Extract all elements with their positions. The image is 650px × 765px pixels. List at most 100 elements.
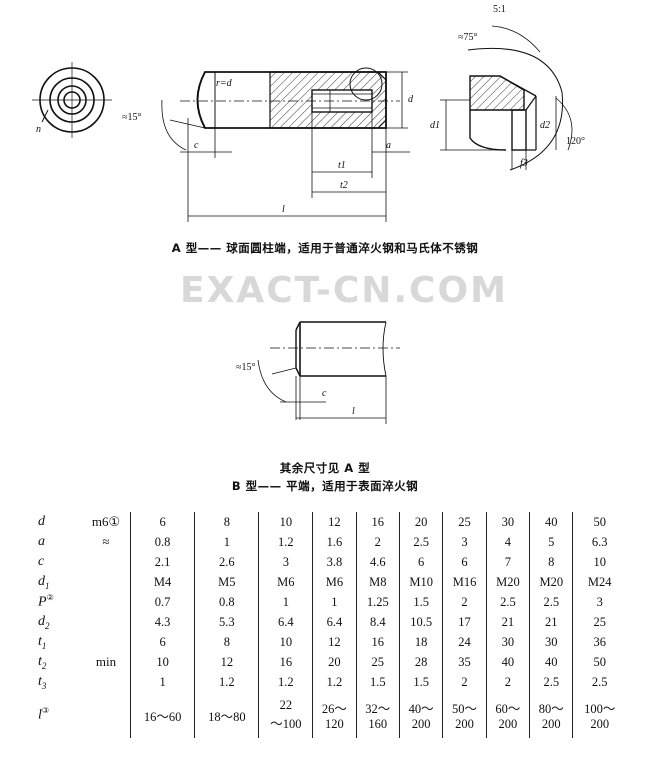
- table-cell: 10: [258, 512, 313, 532]
- table-cell: 1.2: [194, 672, 259, 692]
- row-symbol: d1: [38, 573, 50, 591]
- table-cell: 8.4: [355, 612, 400, 632]
- label-l-b: l: [352, 406, 355, 417]
- table-cell: 1.5: [398, 672, 443, 692]
- end-view: [32, 62, 112, 138]
- label-c: c: [194, 140, 199, 151]
- table-cell: 3: [258, 552, 313, 572]
- table-cell: 50: [572, 512, 626, 532]
- row-symbol: a: [38, 534, 45, 549]
- table-cell: 20: [312, 652, 357, 672]
- row-unit: [82, 672, 131, 692]
- angle-120-label: 120°: [566, 136, 585, 147]
- row-unit: ≈: [102, 534, 110, 549]
- table-cell: 3.8: [312, 552, 357, 572]
- table-cell: 24: [442, 632, 487, 652]
- table-cell: 1: [312, 592, 357, 612]
- table-cell: 1: [258, 592, 313, 612]
- table-cell: 6: [398, 552, 443, 572]
- table-cell: 40: [485, 652, 530, 672]
- table-cell: M6: [312, 572, 357, 592]
- table-cell: 3: [442, 532, 487, 552]
- table-cell: 1.25: [355, 592, 400, 612]
- table-cell: 1.5: [355, 672, 400, 692]
- label-d: d: [408, 94, 413, 105]
- dimensions-a: [161, 71, 410, 222]
- table-cell: 3: [572, 592, 626, 612]
- table-cell: 25: [355, 652, 400, 672]
- table-cell: 21: [485, 612, 530, 632]
- table-cell: 2.5: [398, 532, 443, 552]
- table-cell: 2: [485, 672, 530, 692]
- label-a: a: [386, 140, 391, 151]
- angle-15-label: ≈15°: [122, 112, 142, 123]
- table-cell: 10: [129, 652, 195, 672]
- table-cell: 16: [258, 652, 313, 672]
- table-cell: 21: [529, 612, 573, 632]
- table-cell: 8: [529, 552, 573, 572]
- detail-view: [440, 25, 573, 171]
- row-symbol: P②: [38, 593, 54, 610]
- caption-other-dimensions: 其余尺寸见 A 型: [279, 461, 371, 475]
- row-symbol: t3: [38, 673, 47, 691]
- table-cell: 12: [312, 632, 357, 652]
- table-cell: 1.5: [398, 592, 443, 612]
- table-cell: 10: [572, 552, 626, 572]
- table-cell: 1.2: [312, 672, 357, 692]
- row-unit: m6①: [91, 514, 121, 529]
- row-symbol: d2: [38, 613, 50, 631]
- label-l: l: [282, 204, 285, 215]
- table-cell: 60～ 200: [485, 692, 530, 738]
- angle-75-label: ≈75°: [458, 32, 478, 43]
- table-cell: 28: [398, 652, 443, 672]
- label-t2: t2: [340, 180, 348, 191]
- type-a-drawing: [32, 25, 573, 222]
- angle-15-b-label: ≈15°: [236, 362, 256, 373]
- table-cell: 0.8: [194, 592, 259, 612]
- table-cell: 10.5: [398, 612, 443, 632]
- label-r: r=d: [216, 78, 232, 89]
- table-cell: 30: [529, 632, 573, 652]
- label-n: n: [36, 124, 41, 135]
- table-cell: 2.6: [194, 552, 259, 572]
- table-cell: 0.8: [129, 532, 195, 552]
- table-cell: 2: [355, 532, 400, 552]
- table-cell: 40～ 200: [398, 692, 443, 738]
- row-unit: [82, 552, 131, 572]
- table-cell: 20: [398, 512, 443, 532]
- table-cell: 80～ 200: [529, 692, 573, 738]
- table-cell: 100～ 200: [572, 692, 626, 738]
- table-cell: 6.4: [258, 612, 313, 632]
- table-cell: 30: [485, 512, 530, 532]
- table-cell: M24: [572, 572, 626, 592]
- table-cell: 12: [312, 512, 357, 532]
- table-cell: 18～80: [194, 692, 259, 738]
- label-f3: f3: [520, 158, 528, 169]
- table-cell: M8: [355, 572, 400, 592]
- type-b-drawing: [257, 321, 400, 424]
- row-symbol: d: [38, 514, 45, 529]
- pin-body: [180, 67, 400, 129]
- table-cell: 2: [442, 672, 487, 692]
- table-cell: 18: [398, 632, 443, 652]
- table-cell: M6: [258, 572, 313, 592]
- table-cell: 16: [355, 632, 400, 652]
- table-cell: 6: [442, 552, 487, 572]
- row-unit: [82, 632, 131, 652]
- table-cell: 1: [194, 532, 259, 552]
- table-cell: 1: [129, 672, 195, 692]
- row-symbol: c: [38, 554, 45, 569]
- table-cell: 30: [485, 632, 530, 652]
- watermark-text: EXACT-CN.COM: [180, 270, 508, 311]
- table-cell: 22 ～100: [258, 692, 313, 738]
- table-cell: 10: [258, 632, 313, 652]
